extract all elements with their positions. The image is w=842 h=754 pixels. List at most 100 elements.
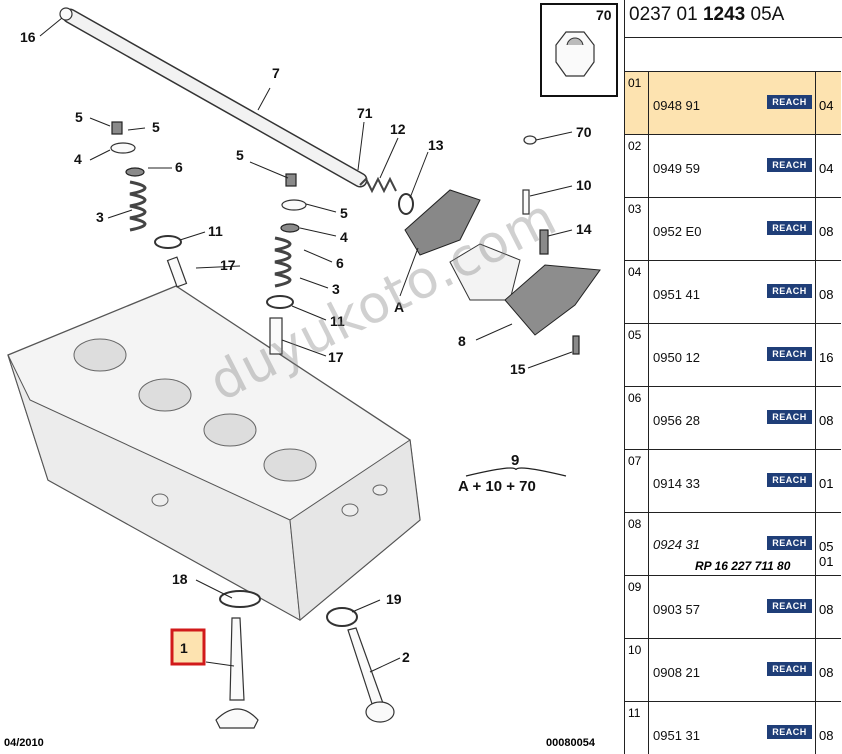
callout-19: 19 — [386, 591, 402, 607]
callout-5a: 5 — [75, 109, 83, 125]
callout-3b: 3 — [332, 281, 340, 297]
row-index: 04 — [625, 261, 649, 323]
callout-8: 8 — [458, 333, 466, 349]
reach-badge[interactable]: REACH — [767, 95, 812, 109]
callout-7: 7 — [272, 65, 280, 81]
reach-badge[interactable]: REACH — [767, 662, 812, 676]
exhaust-valve[interactable] — [326, 607, 395, 723]
part-reference: 0949 59 — [653, 161, 700, 176]
part-reference: 0956 28 — [653, 413, 700, 428]
callout-70-inset: 70 — [596, 7, 612, 23]
valve-spring-stack-left[interactable] — [110, 121, 188, 288]
reach-badge[interactable]: REACH — [767, 410, 812, 424]
quantity-value: 04 — [819, 98, 834, 113]
replacement-part-reference: RP 16 227 711 80 — [695, 559, 791, 573]
callout-6a: 6 — [175, 159, 183, 175]
part-reference: 0948 91 — [653, 98, 700, 113]
row-index: 09 — [625, 576, 649, 638]
row-index: 03 — [625, 198, 649, 260]
parts-list-row[interactable]: 04 0951 41 REACH 08 — [625, 260, 841, 323]
callout-15: 15 — [510, 361, 526, 377]
callout-71: 71 — [357, 105, 373, 121]
reach-badge[interactable]: REACH — [767, 536, 812, 550]
cylinder-head[interactable] — [7, 285, 421, 621]
valve-spring-stack-middle[interactable] — [266, 173, 307, 355]
quantity-value: 08 — [819, 665, 834, 680]
callout-5d: 5 — [340, 205, 348, 221]
callout-3a: 3 — [96, 209, 104, 225]
row-quantity: 04 — [815, 72, 841, 134]
intake-valve[interactable] — [215, 590, 261, 729]
quantity-value: 01 — [819, 476, 834, 491]
callout-16: 16 — [20, 29, 36, 45]
quantity-value: 08 — [819, 224, 834, 239]
exploded-diagram: 16 7 70 5 5 4 6 3 11 17 71 12 13 70 10 5… — [7, 3, 618, 729]
callout-1-highlight[interactable]: 1 — [170, 628, 206, 666]
row-index: 01 — [625, 72, 649, 134]
header-prefix: 0237 01 — [629, 4, 703, 25]
rocker-shaft[interactable] — [59, 7, 368, 188]
row-quantity: 04 — [815, 135, 841, 197]
parts-list-row[interactable]: 02 0949 59 REACH 04 — [625, 134, 841, 197]
row-quantity: 08 — [815, 576, 841, 638]
callout-14: 14 — [576, 221, 592, 237]
footer-document-number: 00080054 — [546, 737, 595, 749]
callout-6b: 6 — [336, 255, 344, 271]
callout-labels: 16 7 70 5 5 4 6 3 11 17 71 12 13 70 10 5… — [20, 7, 612, 665]
callout-13: 13 — [428, 137, 444, 153]
parts-list-header: 0237 01 1243 05A — [625, 0, 842, 38]
row-quantity: 08 — [815, 387, 841, 449]
row-quantity: 01 — [815, 450, 841, 512]
quantity-value: 05 — [819, 539, 834, 554]
parts-list-row[interactable]: 10 0908 21 REACH 08 — [625, 638, 841, 701]
quantity-value: 08 — [819, 728, 834, 743]
part-reference: 0951 31 — [653, 728, 700, 743]
quantity-value: 08 — [819, 287, 834, 302]
callout-18: 18 — [172, 571, 188, 587]
row-index: 02 — [625, 135, 649, 197]
reach-badge[interactable]: REACH — [767, 284, 812, 298]
callout-A: A — [394, 299, 404, 315]
part-reference: 0908 21 — [653, 665, 700, 680]
rocker-arm-assembly[interactable] — [404, 135, 601, 355]
footer-date: 04/2010 — [4, 737, 44, 749]
callout-5c: 5 — [236, 147, 244, 163]
reach-badge[interactable]: REACH — [767, 473, 812, 487]
reach-badge[interactable]: REACH — [767, 221, 812, 235]
formula-brace — [465, 467, 567, 477]
parts-list-row[interactable]: 01 0948 91 REACH 04 — [625, 71, 841, 134]
row-index: 06 — [625, 387, 649, 449]
part-reference: 0903 57 — [653, 602, 700, 617]
quantity-value: 04 — [819, 161, 834, 176]
part-reference: 0951 41 — [653, 287, 700, 302]
row-quantity: 08 — [815, 198, 841, 260]
reach-badge[interactable]: REACH — [767, 347, 812, 361]
part-reference: 0924 31 — [653, 537, 700, 552]
header-suffix: 05A — [745, 4, 785, 25]
formula-expression: A + 10 + 70 — [458, 478, 536, 495]
row-index: 08 — [625, 513, 649, 575]
shaft-spring[interactable] — [359, 176, 414, 215]
row-index: 10 — [625, 639, 649, 701]
row-quantity: 16 — [815, 324, 841, 386]
row-index: 05 — [625, 324, 649, 386]
callout-17b: 17 — [328, 349, 344, 365]
header-bold-number: 1243 — [702, 4, 746, 25]
callout-5b: 5 — [152, 119, 160, 135]
reach-badge[interactable]: REACH — [767, 725, 812, 739]
quantity-value-secondary: 01 — [819, 554, 834, 569]
part-70-inset[interactable] — [540, 3, 618, 97]
callout-4a: 4 — [74, 151, 82, 167]
callout-1: 1 — [180, 640, 188, 656]
reach-badge[interactable]: REACH — [767, 599, 812, 613]
reach-badge[interactable]: REACH — [767, 158, 812, 172]
row-quantity: 08 — [815, 261, 841, 323]
